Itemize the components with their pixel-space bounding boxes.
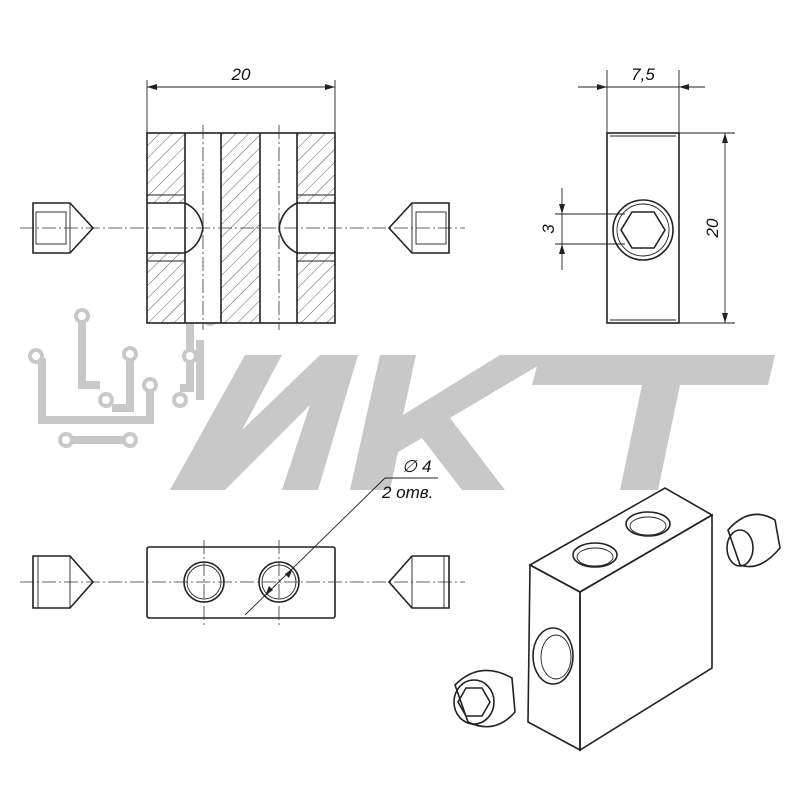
front-section-view: 20	[20, 65, 465, 330]
height-dimension: 20	[703, 218, 722, 238]
hole-diameter-symbol: ∅	[402, 457, 418, 476]
hole-count: 2 отв.	[381, 483, 433, 502]
set-screw-right	[387, 202, 450, 254]
hole-diameter: 4	[422, 457, 431, 476]
width-dimension: 20	[231, 65, 251, 84]
thickness-dimension: 7,5	[631, 65, 655, 84]
set-screw-left-bottom	[32, 555, 95, 609]
set-screw-right-bottom	[387, 555, 450, 609]
side-view: 7,5 20 3	[539, 65, 735, 324]
set-screw-left	[32, 202, 95, 254]
top-view: ∅ 4 2 отв.	[20, 457, 465, 625]
thread-dimension: 3	[539, 224, 558, 234]
isometric-view	[453, 487, 781, 752]
